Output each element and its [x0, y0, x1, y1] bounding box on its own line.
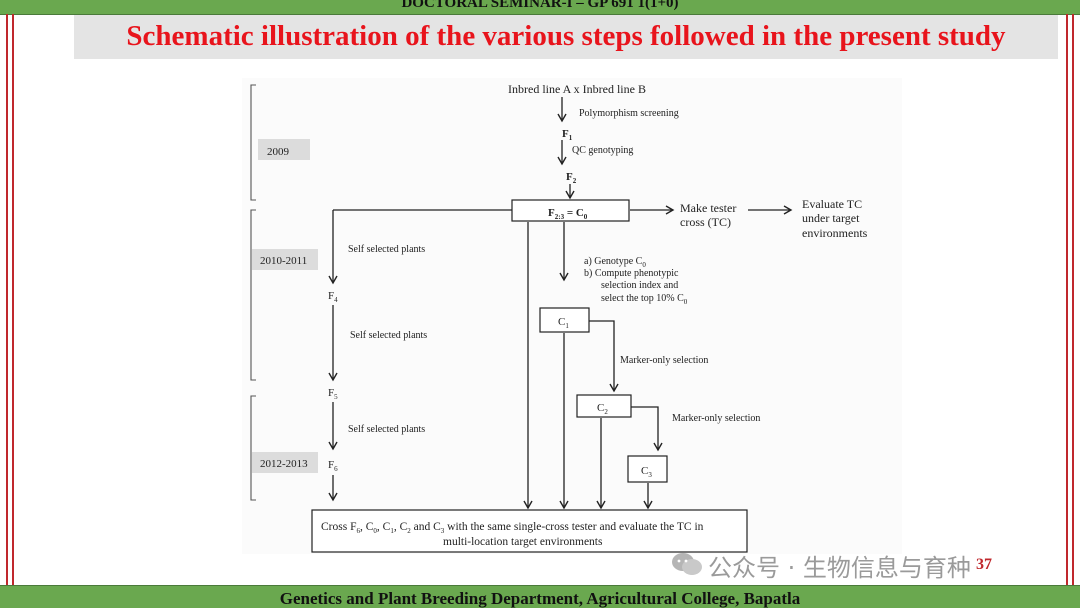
c3-label: C3 — [641, 465, 652, 479]
slide-title: Schematic illustration of the various st… — [126, 20, 1006, 52]
bracket-2009 — [250, 84, 256, 201]
seminar-title: DOCTORAL SEMINAR-I – GP 691 1(1+0) — [401, 0, 679, 11]
c0-label: F2:3 = C0 — [548, 207, 588, 221]
step-a: a) Genotype C0 — [584, 256, 646, 269]
make-tester-line2: cross (TC) — [680, 215, 731, 229]
f1-label: F1 — [562, 128, 573, 142]
f2-label: F2 — [566, 171, 577, 185]
self-selected-2: Self selected plants — [350, 330, 427, 341]
footer-bar: Genetics and Plant Breeding Department, … — [0, 585, 1080, 608]
self-selected-1: Self selected plants — [348, 244, 425, 255]
watermark-text: 公众号 · 生物信息与育种 — [708, 554, 971, 582]
c2-label: C2 — [597, 402, 608, 416]
arrow-c1-to-c2 — [589, 320, 619, 393]
arrow-c2-to-c3 — [631, 406, 663, 452]
footer-text: Genetics and Plant Breeding Department, … — [279, 589, 801, 608]
make-tester-line1: Make tester — [680, 201, 736, 215]
self-selected-3: Self selected plants — [348, 424, 425, 435]
f5-label: F5 — [328, 387, 338, 401]
page-number: 37 — [976, 556, 992, 573]
title-box: Schematic illustration of the various st… — [74, 15, 1058, 59]
step-b: b) Compute phenotypic — [584, 268, 679, 279]
right-border-line — [1072, 14, 1074, 586]
right-border-line-inner — [1066, 14, 1068, 586]
evaluate-line3: environments — [802, 226, 868, 240]
c3-box — [627, 455, 668, 483]
left-border-line — [6, 14, 8, 586]
c1-box — [539, 307, 590, 333]
year-box-2012 — [252, 452, 318, 473]
step-b3: select the top 10% C0 — [601, 293, 688, 306]
f6-label: F6 — [328, 459, 338, 473]
evaluate-line2: under target — [802, 211, 860, 225]
left-border-line-inner — [12, 14, 14, 586]
marker-only-1: Marker-only selection — [620, 355, 708, 366]
year-2012-2013: 2012-2013 — [260, 458, 308, 470]
year-2009: 2009 — [267, 146, 290, 158]
final-box — [311, 509, 748, 553]
year-2010-2011: 2010-2011 — [260, 255, 307, 267]
evaluate-line1: Evaluate TC — [802, 197, 862, 211]
final-line2: multi-location target environments — [443, 536, 603, 548]
step-b2: selection index and — [601, 280, 678, 291]
c2-box — [576, 394, 632, 418]
year-box-2010 — [252, 249, 318, 270]
final-line1: Cross F6, C0, C1, C2 and C3 with the sam… — [321, 521, 704, 535]
polymorphism-label: Polymorphism screening — [579, 108, 679, 119]
marker-only-2: Marker-only selection — [672, 413, 760, 424]
year-brackets — [250, 84, 256, 501]
year-box-2009 — [258, 139, 310, 160]
cross-label: Inbred line A x Inbred line B — [508, 82, 646, 96]
qc-label: QC genotyping — [572, 145, 633, 156]
c1-label: C1 — [558, 316, 569, 330]
f4-label: F4 — [328, 290, 338, 304]
header-bar: DOCTORAL SEMINAR-I – GP 691 1(1+0) — [0, 0, 1080, 15]
bracket-2012-2013 — [250, 395, 256, 501]
bracket-2010-2011 — [250, 209, 256, 381]
wechat-logo-icon — [672, 553, 702, 575]
